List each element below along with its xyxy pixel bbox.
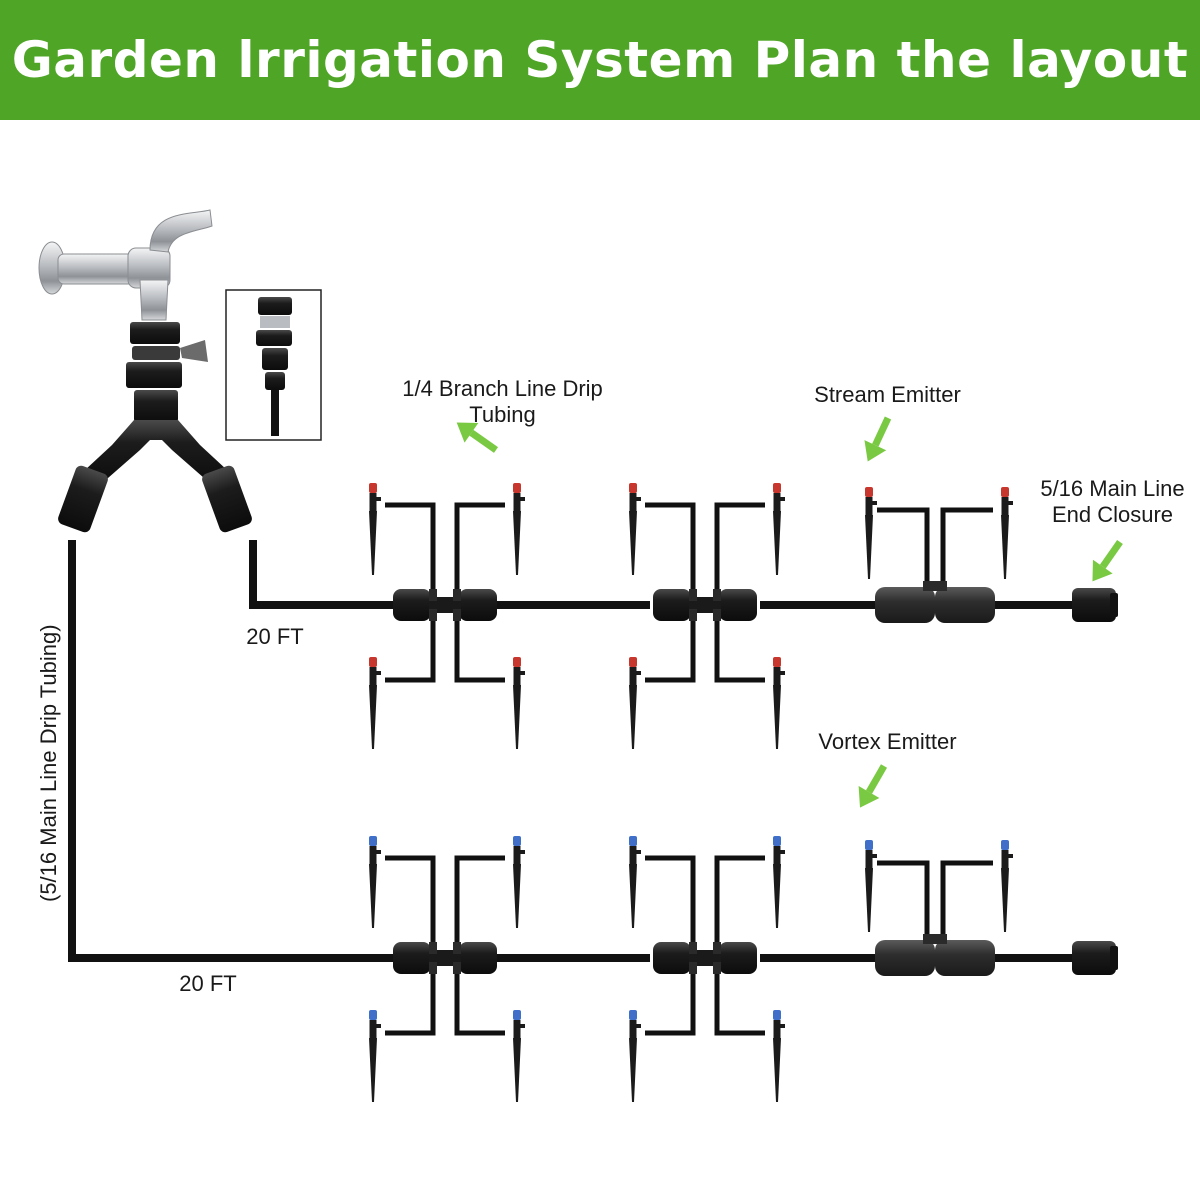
branch-tube bbox=[940, 860, 993, 944]
stake-emitter-icon bbox=[369, 483, 381, 575]
stake-emitter-icon bbox=[1001, 840, 1013, 932]
stake-emitter-icon bbox=[773, 1010, 785, 1102]
tee-connector-icon bbox=[875, 934, 995, 976]
branch-tube bbox=[645, 966, 696, 1036]
end-plug-icon bbox=[1072, 941, 1118, 975]
tee-connector-icon bbox=[875, 581, 995, 623]
branch-tube bbox=[645, 502, 696, 597]
title-banner: Garden lrrigation System Plan the layout bbox=[0, 0, 1200, 120]
stake-emitter-icon bbox=[369, 657, 381, 749]
stake-emitter-icon bbox=[773, 836, 785, 928]
stake-emitter-icon bbox=[513, 657, 525, 749]
page-title: Garden lrrigation System Plan the layout bbox=[11, 31, 1189, 89]
label-branch-line-1: 1/4 Branch Line Drip bbox=[402, 376, 603, 401]
branch-tube bbox=[714, 502, 765, 597]
branch-tube bbox=[385, 502, 436, 597]
connector-inset-icon bbox=[225, 289, 322, 441]
label-length-lower: 20 FT bbox=[179, 971, 237, 996]
main-line-tubing bbox=[68, 540, 1080, 962]
arrow-icon bbox=[456, 422, 499, 453]
branch-tube bbox=[385, 966, 436, 1036]
stake-emitter-icon bbox=[513, 836, 525, 928]
stake-emitter-icon bbox=[773, 657, 785, 749]
branch-tube bbox=[645, 613, 696, 683]
label-main-line-vertical: (5/16 Main Line Drip Tubing) bbox=[36, 624, 61, 902]
stake-emitter-icon bbox=[513, 1010, 525, 1102]
branch-line-tubing bbox=[369, 483, 1013, 1102]
arrows bbox=[456, 416, 1123, 808]
label-stream-emitter: Stream Emitter bbox=[814, 382, 961, 407]
faucet-icon bbox=[38, 209, 213, 321]
label-length-upper: 20 FT bbox=[246, 624, 304, 649]
stake-emitter-icon bbox=[773, 483, 785, 575]
label-end-closure: 5/16 Main Line End Closure bbox=[1025, 476, 1200, 528]
branch-tube bbox=[714, 966, 765, 1036]
stake-emitter-icon bbox=[629, 1010, 641, 1102]
end-plug-icon bbox=[1072, 588, 1118, 622]
label-branch-line: 1/4 Branch Line Drip Tubing bbox=[360, 376, 645, 428]
stake-emitter-icon bbox=[369, 1010, 381, 1102]
label-vortex-emitter: Vortex Emitter bbox=[818, 729, 957, 754]
label-end-closure-2: End Closure bbox=[1051, 502, 1174, 527]
arrow-icon bbox=[1092, 539, 1123, 582]
cross-connector-icon bbox=[653, 942, 757, 974]
label-end-closure-1: 5/16 Main Line bbox=[1040, 476, 1185, 501]
branch-tube bbox=[454, 502, 505, 597]
cross-connector-icon bbox=[653, 589, 757, 621]
branch-tube bbox=[877, 507, 930, 591]
stake-emitter-icon bbox=[513, 483, 525, 575]
branch-tube bbox=[454, 966, 505, 1036]
stake-emitter-icon bbox=[629, 836, 641, 928]
branch-tube bbox=[454, 855, 505, 950]
branch-tube bbox=[454, 613, 505, 683]
arrow-icon bbox=[864, 416, 892, 462]
y-splitter-icon bbox=[58, 322, 252, 533]
branch-tube bbox=[385, 855, 436, 950]
branch-tube bbox=[385, 613, 436, 683]
stake-emitter-icon bbox=[629, 483, 641, 575]
label-branch-line-2: Tubing bbox=[469, 402, 536, 427]
branch-tube bbox=[877, 860, 930, 944]
stake-emitter-icon bbox=[369, 836, 381, 928]
branch-tube bbox=[940, 507, 993, 591]
branch-tube bbox=[645, 855, 696, 950]
stake-emitter-icon bbox=[1001, 487, 1013, 579]
fittings bbox=[393, 581, 1118, 976]
cross-connector-icon bbox=[393, 942, 497, 974]
stake-emitter-icon bbox=[865, 840, 877, 932]
branch-tube bbox=[714, 855, 765, 950]
cross-connector-icon bbox=[393, 589, 497, 621]
stake-emitter-icon bbox=[865, 487, 877, 579]
branch-tube bbox=[714, 613, 765, 683]
stake-emitter-icon bbox=[629, 657, 641, 749]
arrow-icon bbox=[858, 764, 888, 808]
